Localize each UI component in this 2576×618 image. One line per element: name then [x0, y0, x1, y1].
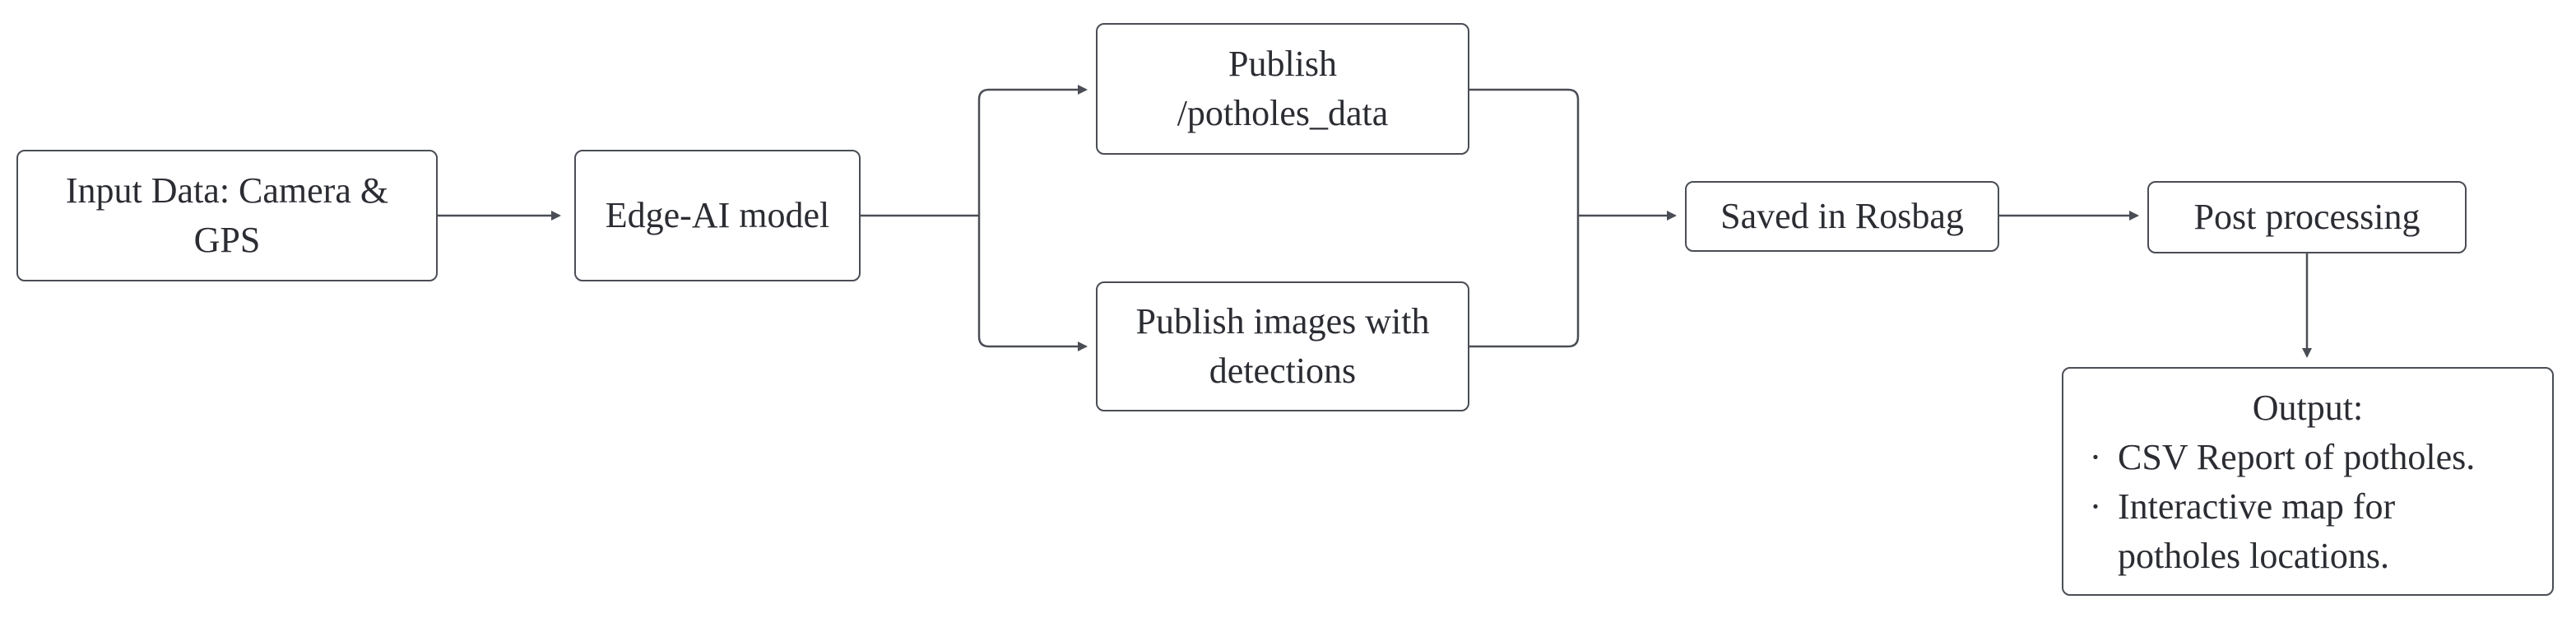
edge-split-to-publish-images	[977, 216, 1088, 351]
edge-split-to-publish-data	[977, 85, 1088, 216]
edge-ai-model-label: Edge-AI model	[605, 195, 830, 235]
bullet-marker: ·	[2089, 486, 2102, 527]
publish-images-label-line1: Publish images with	[1135, 301, 1430, 342]
publish-data-label-line2: /potholes_data	[1177, 93, 1389, 133]
rosbag-label: Saved in Rosbag	[1720, 196, 1964, 236]
bullet-marker: ·	[2089, 437, 2102, 477]
post-processing-node: Post processing	[2147, 181, 2467, 253]
edge-publish-data-to-merge	[1469, 88, 1580, 216]
edge-publish-images-to-merge	[1469, 216, 1580, 348]
output-title: Output:	[2252, 388, 2364, 428]
input-data-node: Input Data: Camera & GPS	[16, 150, 438, 281]
output-item-csv-report: · CSV Report of potholes.	[2083, 433, 2476, 482]
output-item-map-continuation: potholes locations.	[2083, 532, 2475, 581]
post-processing-label: Post processing	[2193, 197, 2421, 237]
input-data-label-line2: GPS	[193, 220, 261, 260]
output-item-text: CSV Report of potholes.	[2118, 437, 2476, 477]
saved-in-rosbag-node: Saved in Rosbag	[1685, 181, 1999, 252]
output-item-text: potholes locations.	[2118, 536, 2389, 576]
input-data-label-line1: Input Data: Camera &	[65, 170, 389, 211]
output-node: Output: · CSV Report of potholes. · Inte…	[2062, 367, 2554, 596]
edge-ai-model-node: Edge-AI model	[574, 150, 861, 281]
publish-data-label-line1: Publish	[1228, 44, 1338, 84]
publish-potholes-data-node: Publish /potholes_data	[1096, 23, 1469, 155]
output-list: · CSV Report of potholes. · Interactive …	[2083, 433, 2476, 581]
output-item-text: Interactive map for	[2118, 486, 2396, 527]
publish-images-node: Publish images with detections	[1096, 281, 1469, 411]
publish-images-label-line2: detections	[1209, 351, 1357, 391]
output-item-interactive-map: · Interactive map for	[2083, 482, 2475, 532]
